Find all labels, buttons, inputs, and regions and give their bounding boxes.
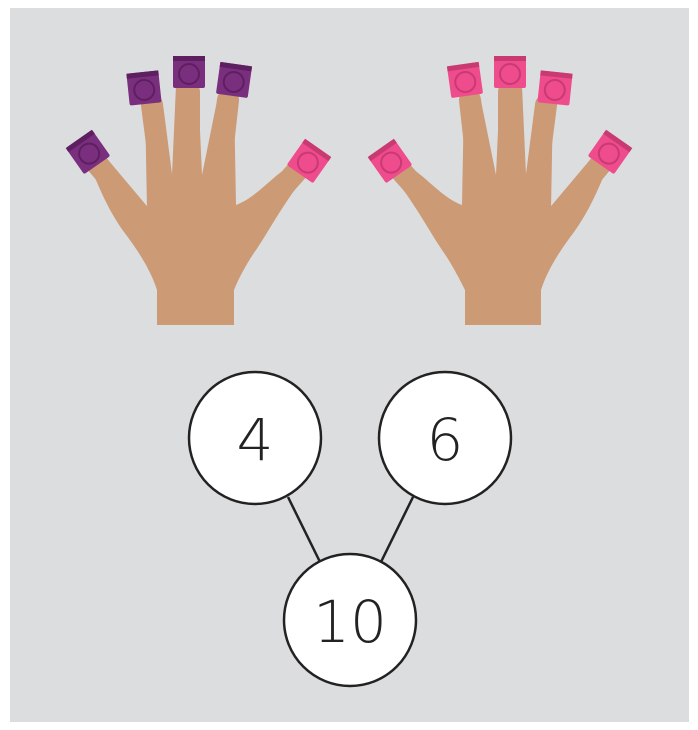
right-hand xyxy=(368,56,633,325)
cube-pink-icon xyxy=(447,62,483,98)
whole-number: 10 xyxy=(313,588,387,656)
bond-connector-left xyxy=(288,497,320,562)
part-left-number: 4 xyxy=(237,406,274,474)
number-bond: 4 6 10 xyxy=(189,372,511,686)
cube-purple-icon xyxy=(173,56,205,88)
part-right-number: 6 xyxy=(427,406,464,474)
cube-pink-icon xyxy=(494,56,526,88)
cube-purple-icon xyxy=(216,62,252,98)
left-hand xyxy=(66,56,332,325)
cube-purple-icon xyxy=(126,70,161,105)
cube-pink-icon xyxy=(537,70,572,105)
bond-connector-right xyxy=(381,497,413,562)
